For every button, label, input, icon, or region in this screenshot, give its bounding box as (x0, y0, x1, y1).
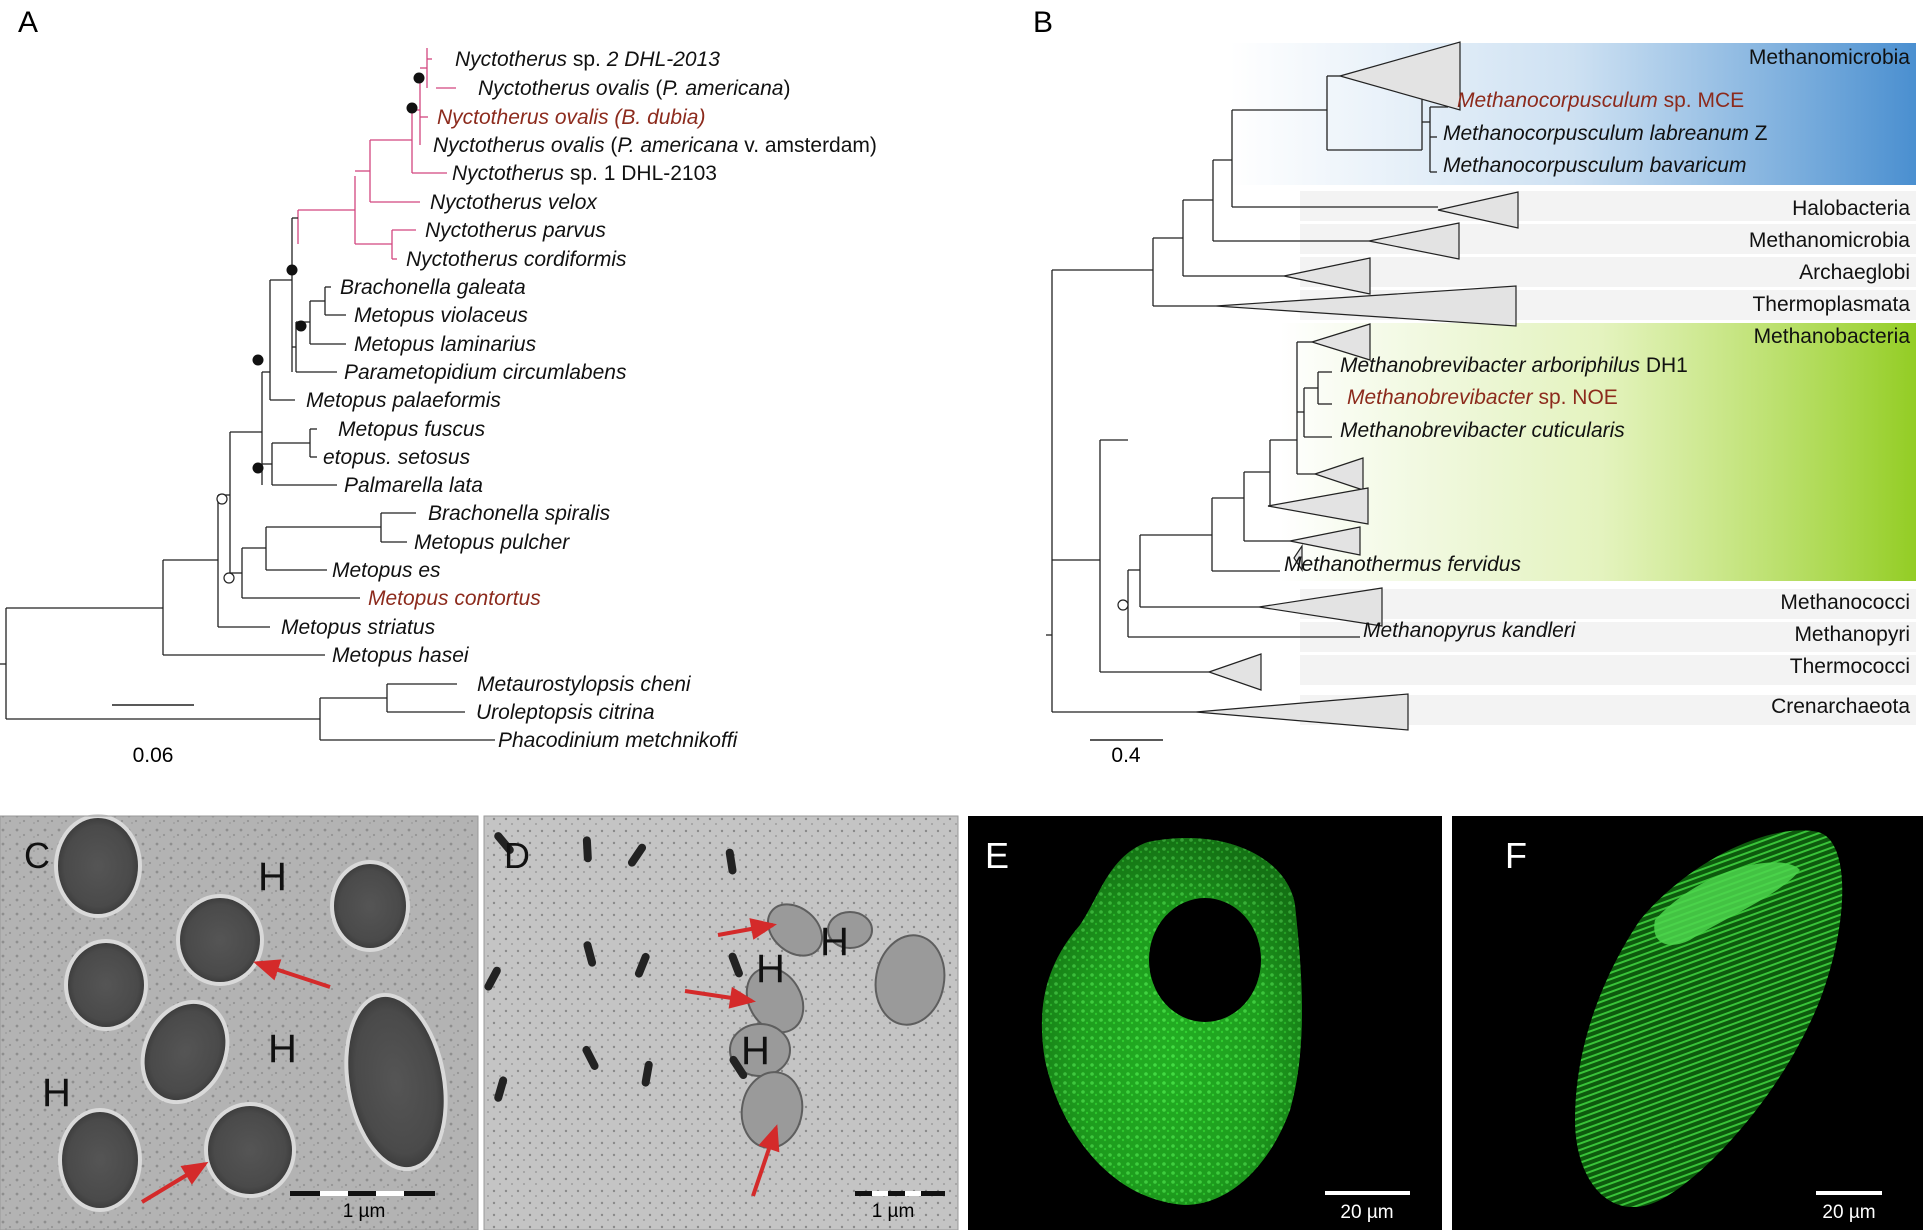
endosymbiont-cell (58, 818, 138, 914)
open-node-icon (217, 494, 227, 504)
panel-b-taxon-label: Methanobrevibacter cuticularis (1340, 419, 1625, 442)
hydrogenosome-label: H (42, 1071, 71, 1115)
open-node-icon (1118, 600, 1128, 610)
panel-f-fluorescence: F 20 µm (1452, 816, 1923, 1230)
panel-f-scale-bar (1816, 1191, 1882, 1195)
panel-e-scale-bar (1325, 1191, 1410, 1195)
panel-f-letter: F (1505, 835, 1527, 876)
hydrogenosome-label: H (268, 1027, 297, 1071)
panel-a-taxon-label: Metopus palaeformis (306, 389, 501, 412)
panel-a-taxon-label: Metopus fuscus (338, 418, 486, 441)
panel-a-taxon-label: Palmarella lata (344, 474, 483, 497)
panel-d-micrograph: D HHHH 1 µm (483, 816, 1029, 1230)
panel-a-taxon-label: Metaurostylopsis cheni (477, 673, 692, 696)
filled-node-icon (287, 265, 298, 276)
panel-b-letter: B (1033, 6, 1053, 39)
band-label: Methanobacteria (1754, 325, 1911, 348)
panel-a-taxon-label: etopus. setosus (323, 446, 471, 469)
band-label: Methanomicrobia (1749, 229, 1910, 252)
filled-node-icon (253, 355, 264, 366)
panel-a-taxon-label: Metopus es (332, 559, 441, 582)
panel-a-taxon-label: Brachonella galeata (340, 276, 526, 299)
endosymbiont-cell (62, 1112, 138, 1208)
panel-a-taxon-label: Metopus contortus (368, 587, 541, 610)
panel-b-tree: B MethanomicrobiaHalobacteriaMethanomicr… (1033, 6, 1916, 767)
band-label: Archaeglobi (1799, 261, 1910, 284)
panel-b-scale-label: 0.4 (1111, 744, 1141, 767)
filled-node-icon (296, 321, 307, 332)
hydrogenosome-label: H (741, 1029, 770, 1073)
panel-c-letter: C (24, 835, 50, 876)
endosymbiont-cell (208, 1106, 292, 1194)
band-label: Thermoplasmata (1752, 293, 1910, 316)
panel-a-taxon-label: Nyctotherus parvus (425, 219, 606, 242)
panel-d-letter: D (504, 835, 530, 876)
panel-b-taxon-label: Methanobrevibacter sp. NOE (1347, 386, 1618, 409)
panel-b-taxon-label: Methanothermus fervidus (1284, 553, 1521, 576)
filled-node-icon (414, 73, 425, 84)
panel-a-taxon-label: Metopus hasei (332, 644, 470, 667)
panel-b-taxon-label: Methanobrevibacter arboriphilus DH1 (1340, 354, 1688, 377)
band-label: Crenarchaeota (1771, 695, 1910, 718)
panel-a-support-nodes (217, 73, 425, 584)
panel-a-tree: A Nyctotherus sp. 2 DHL-2013Nyctotherus … (0, 6, 877, 767)
panel-a-taxon-label: Nyctotherus ovalis (B. dubia) (437, 106, 705, 129)
cytostome-void (1149, 898, 1261, 1022)
prokaryote-rod (583, 836, 592, 862)
panel-a-taxon-label: Nyctotherus sp. 2 DHL-2013 (455, 48, 720, 71)
band-label: Methanococci (1780, 591, 1910, 614)
panel-d-scale-bar (855, 1191, 945, 1196)
endosymbiont-cell (68, 943, 144, 1027)
endosymbiont-cell (180, 898, 260, 982)
collapsed-clade-icon (1209, 654, 1261, 690)
panel-a-taxon-label: Metopus striatus (281, 616, 436, 639)
endosymbiont-cell (334, 864, 406, 948)
filled-node-icon (253, 463, 264, 474)
panel-e-letter: E (985, 835, 1009, 876)
panel-b-taxon-label: Methanocorpusculum labreanum Z (1443, 122, 1768, 145)
panel-a-taxon-label: Uroleptopsis citrina (476, 701, 655, 724)
panel-a-taxon-label: Nyctotherus cordiformis (406, 248, 627, 271)
panel-a-taxon-label: Nyctotherus sp. 1 DHL-2103 (452, 162, 717, 185)
open-node-icon (224, 573, 234, 583)
panel-e-scale-label: 20 µm (1340, 1202, 1393, 1223)
band-label: Thermococci (1790, 655, 1910, 678)
hydrogenosome-label: H (258, 855, 287, 899)
band-label: Halobacteria (1792, 197, 1910, 220)
panel-b-taxon-label: Methanopyrus kandleri (1363, 619, 1577, 642)
panel-a-scale-label: 0.06 (133, 744, 174, 767)
panel-a-taxon-label: Parametopidium circumlabens (344, 361, 627, 384)
panel-b-taxon-label: Methanocorpusculum bavaricum (1443, 154, 1746, 177)
panel-a-taxon-label: Metopus pulcher (414, 531, 570, 554)
panel-a-taxon-label: Nyctotherus ovalis (P. americana v. amst… (433, 134, 877, 157)
panel-a-letter: A (18, 6, 38, 39)
hydrogenosome-label: H (820, 920, 849, 964)
panel-a-taxon-label: Metopus violaceus (354, 304, 528, 327)
panel-e-fluorescence: E 20 µm (968, 816, 1442, 1230)
filled-node-icon (407, 103, 418, 114)
panel-a-taxon-label: Nyctotherus ovalis (P. americana) (478, 77, 790, 100)
band-label: Methanopyri (1794, 623, 1910, 646)
panel-d-scale-label: 1 µm (872, 1201, 915, 1222)
panel-a-taxon-label: Brachonella spiralis (428, 502, 611, 525)
panel-f-scale-label: 20 µm (1822, 1202, 1875, 1223)
panel-a-taxon-label: Phacodinium metchnikoffi (498, 729, 739, 752)
panel-c-scale-label: 1 µm (343, 1201, 386, 1222)
hydrogenosome-label: H (756, 947, 785, 991)
panel-a-taxon-label: Nyctotherus velox (430, 191, 598, 214)
band-label: Methanomicrobia (1749, 46, 1910, 69)
panel-b-taxon-label: Methanocorpusculum sp. MCE (1457, 89, 1744, 112)
panel-a-taxon-label: Metopus laminarius (354, 333, 537, 356)
panel-c-scale-bar (290, 1191, 435, 1196)
panel-c-micrograph: C H H H 1 µm (0, 814, 478, 1230)
